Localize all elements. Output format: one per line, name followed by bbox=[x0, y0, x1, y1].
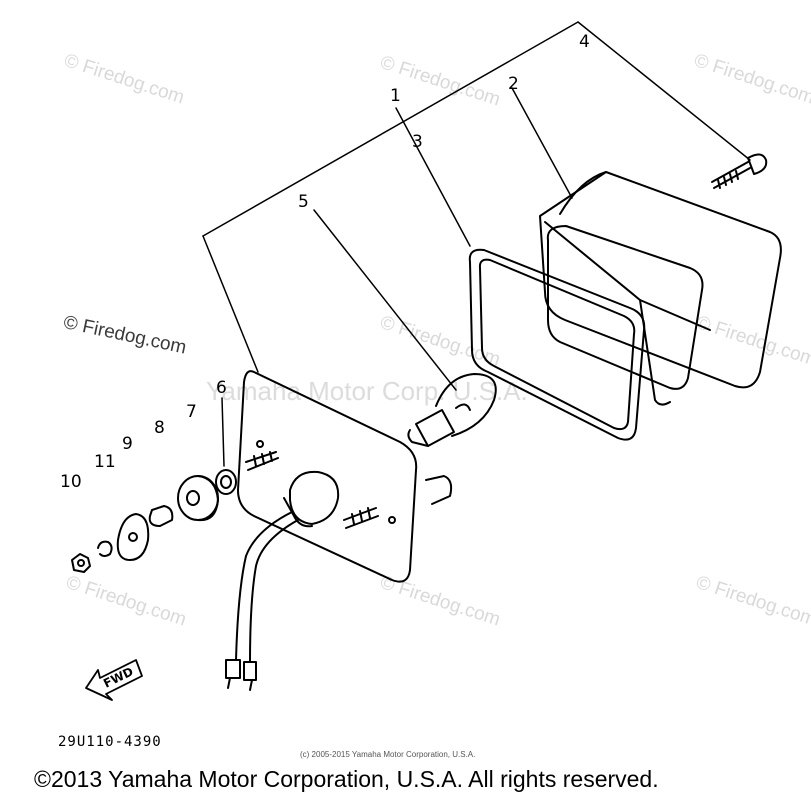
part-code: 29U110-4390 bbox=[58, 734, 162, 750]
grommet bbox=[177, 475, 219, 522]
washer bbox=[215, 469, 237, 495]
gasket bbox=[468, 248, 646, 441]
callout-3: 3 bbox=[412, 132, 423, 152]
base-plate bbox=[237, 370, 453, 583]
callout-9: 9 bbox=[122, 434, 133, 454]
callout-7: 7 bbox=[186, 402, 197, 422]
callout-1: 1 bbox=[390, 86, 401, 106]
callout-10: 10 bbox=[60, 472, 82, 492]
callout-5: 5 bbox=[298, 192, 309, 212]
callout-6: 6 bbox=[216, 378, 227, 398]
collar bbox=[148, 505, 174, 527]
small-copyright: (c) 2005-2015 Yamaha Motor Corporation, … bbox=[300, 750, 476, 759]
callout-11: 11 bbox=[94, 452, 116, 472]
wiring bbox=[225, 511, 299, 691]
nut bbox=[71, 553, 91, 573]
leader-lines bbox=[202, 21, 751, 467]
lens-housing bbox=[539, 171, 782, 406]
callout-2: 2 bbox=[508, 74, 519, 94]
callout-8: 8 bbox=[154, 418, 165, 438]
lock-washer bbox=[97, 540, 113, 557]
callout-4: 4 bbox=[579, 32, 590, 52]
fwd-arrow-icon: FWD bbox=[85, 659, 143, 701]
screw bbox=[711, 153, 768, 189]
plate-washer bbox=[116, 513, 150, 561]
bulb bbox=[407, 373, 497, 447]
copyright-notice: ©2013 Yamaha Motor Corporation, U.S.A. A… bbox=[34, 766, 659, 792]
watermark-yamaha: Yamaha Motor Corp. U.S.A. bbox=[206, 376, 528, 406]
